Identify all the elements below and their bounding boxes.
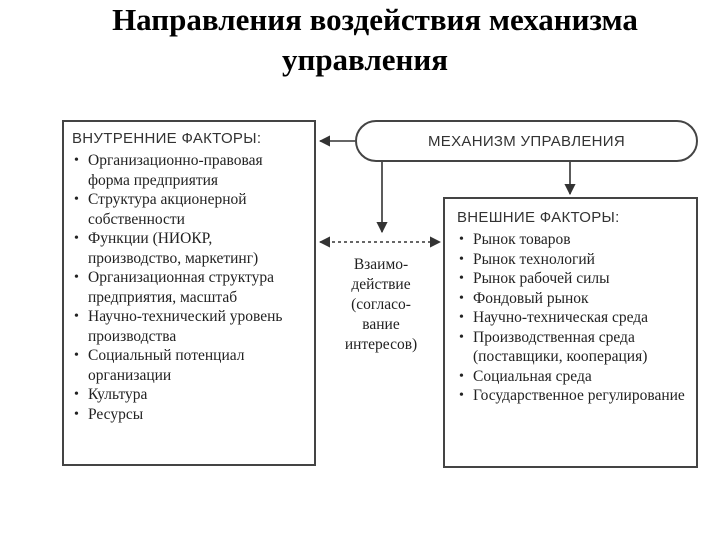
list-item: Государственное регулирование [457,386,686,406]
list-item: Функции (НИОКР, производство, маркетинг) [72,229,306,268]
external-factors-heading: ВНЕШНИЕ ФАКТОРЫ: [457,209,620,226]
external-factors-list: Рынок товаров Рынок технологий Рынок раб… [457,230,686,406]
list-item: Ресурсы [72,405,306,425]
list-item: Фондовый рынок [457,289,686,309]
list-item: Научно-техническая среда [457,308,686,328]
internal-factors-heading: ВНУТРЕННИЕ ФАКТОРЫ: [72,130,262,147]
page-title: Направления воздействия механизма управл… [0,0,720,80]
interaction-label: Взаимо- действие (согласо- вание интерес… [344,256,418,353]
external-factors-box: ВНЕШНИЕ ФАКТОРЫ: Рынок товаров Рынок тех… [443,197,698,468]
list-item: Рынок товаров [457,230,686,250]
list-item: Научно-технический уровень производства [72,307,306,346]
list-item: Рынок технологий [457,250,686,270]
list-item: Рынок рабочей силы [457,269,686,289]
list-item: Производственная среда (поставщики, кооп… [457,328,686,367]
mechanism-box: МЕХАНИЗМ УПРАВЛЕНИЯ [355,120,698,162]
list-item: Культура [72,385,306,405]
title-line-2: управления [281,42,449,77]
list-item: Организационная структура предприятия, м… [72,268,306,307]
internal-factors-list: Организационно-правовая форма предприяти… [72,151,306,424]
list-item: Социальный потенциал организации [72,346,306,385]
list-item: Организационно-правовая форма предприяти… [72,151,306,190]
list-item: Социальная среда [457,367,686,387]
mechanism-label: МЕХАНИЗМ УПРАВЛЕНИЯ [428,132,625,150]
internal-factors-box: ВНУТРЕННИЕ ФАКТОРЫ: Организационно-право… [62,120,316,466]
title-line-1: Направления воздействия механизма [112,2,638,37]
list-item: Структура акционерной собственности [72,190,306,229]
